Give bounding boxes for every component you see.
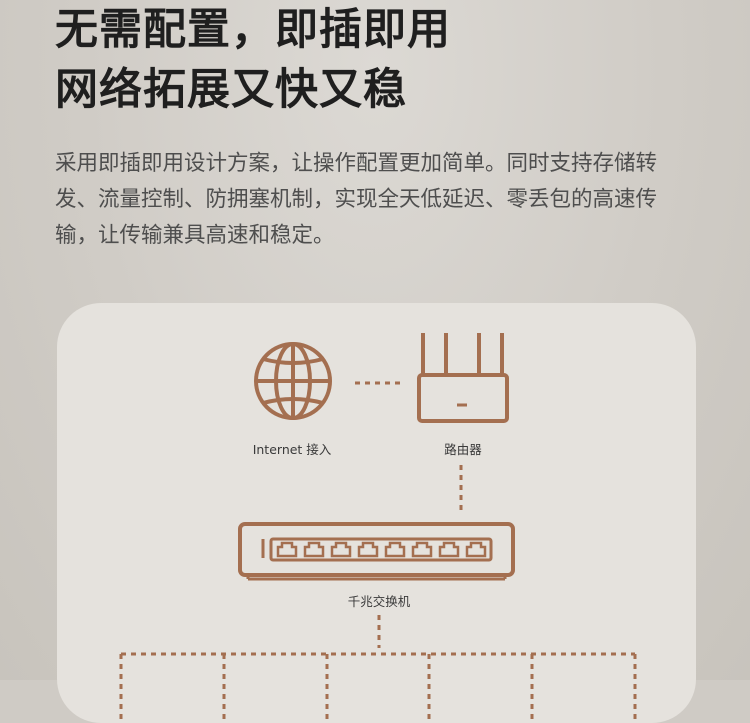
switch-port-3: [330, 541, 352, 558]
topology-svg: [119, 333, 637, 723]
router-icon: [417, 333, 509, 423]
switch-port-5: [384, 541, 406, 558]
router-label: 路由器: [444, 442, 482, 457]
switch-port-7: [438, 541, 460, 558]
switch-port-1: [276, 541, 298, 558]
switch-port-4: [357, 541, 379, 558]
switch-port-2: [303, 541, 325, 558]
headline-line-2: 网络拓展又快又稳: [55, 65, 407, 115]
switch-port-6: [411, 541, 433, 558]
network-topology-diagram: Internet 接入 路由器 千兆交换机: [57, 303, 696, 723]
switch-label: 千兆交换机: [347, 594, 411, 609]
headline-line-1: 无需配置，即插即用: [55, 5, 451, 55]
globe-icon: [254, 342, 332, 420]
distribution-bus: [119, 652, 637, 723]
description-text: 采用即插即用设计方案，让操作配置更加简单。同时支持存储转发、流量控制、防拥塞机制…: [55, 151, 658, 248]
switch-icon: [238, 522, 515, 581]
internet-label: Internet 接入: [252, 442, 332, 457]
switch-port-8: [465, 541, 487, 558]
headline: 无需配置，即插即用 网络拓展又快又稳: [55, 0, 451, 120]
